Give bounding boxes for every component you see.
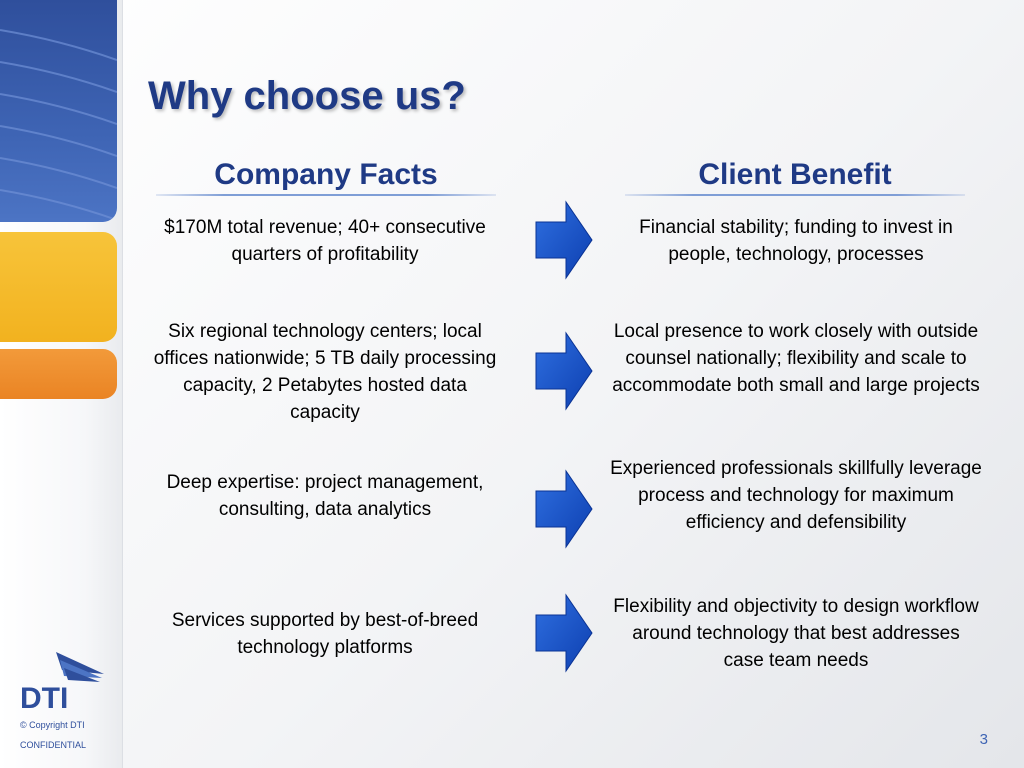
right-arrow-icon: [535, 331, 593, 411]
benefit-row-4: Flexibility and objectivity to design wo…: [613, 596, 979, 671]
sidebar-blue-block: [0, 0, 117, 222]
right-arrow-icon: [535, 593, 593, 673]
fact-row-1: $170M total revenue; 40+ consecutive qua…: [164, 217, 486, 265]
right-arrow-icon: [535, 200, 593, 280]
page-number: 3: [979, 731, 988, 748]
dti-logo: DTI: [20, 652, 104, 714]
logo-wing-icon: [56, 652, 104, 682]
fact-row-2: Six regional technology centers; local o…: [153, 321, 497, 423]
column-divider-left: [156, 194, 496, 196]
column-header-company-facts: Company Facts: [214, 158, 438, 191]
logo-text: DTI: [20, 682, 68, 714]
column-divider-right: [625, 194, 965, 196]
confidential-text: CONFIDENTIAL: [20, 740, 87, 750]
sidebar-orange-block: [0, 349, 117, 399]
benefit-row-3: Experienced professionals skillfully lev…: [610, 458, 982, 533]
sidebar-decoration: DTI © Copyright DTI CONFIDENTIAL: [0, 0, 123, 768]
blue-block-stripes: [0, 29, 117, 221]
copyright-text: © Copyright DTI: [20, 720, 85, 730]
right-arrow-icon: [535, 469, 593, 549]
fact-row-4: Services supported by best-of-breed tech…: [171, 610, 479, 658]
column-header-client-benefit: Client Benefit: [698, 158, 892, 191]
benefit-row-1: Financial stability; funding to invest i…: [639, 217, 953, 265]
benefit-row-2: Local presence to work closely with outs…: [612, 321, 980, 396]
fact-row-3: Deep expertise: project management, cons…: [166, 472, 484, 520]
slide-title: Why choose us?: [148, 74, 466, 118]
sidebar-yellow-block: [0, 232, 117, 342]
